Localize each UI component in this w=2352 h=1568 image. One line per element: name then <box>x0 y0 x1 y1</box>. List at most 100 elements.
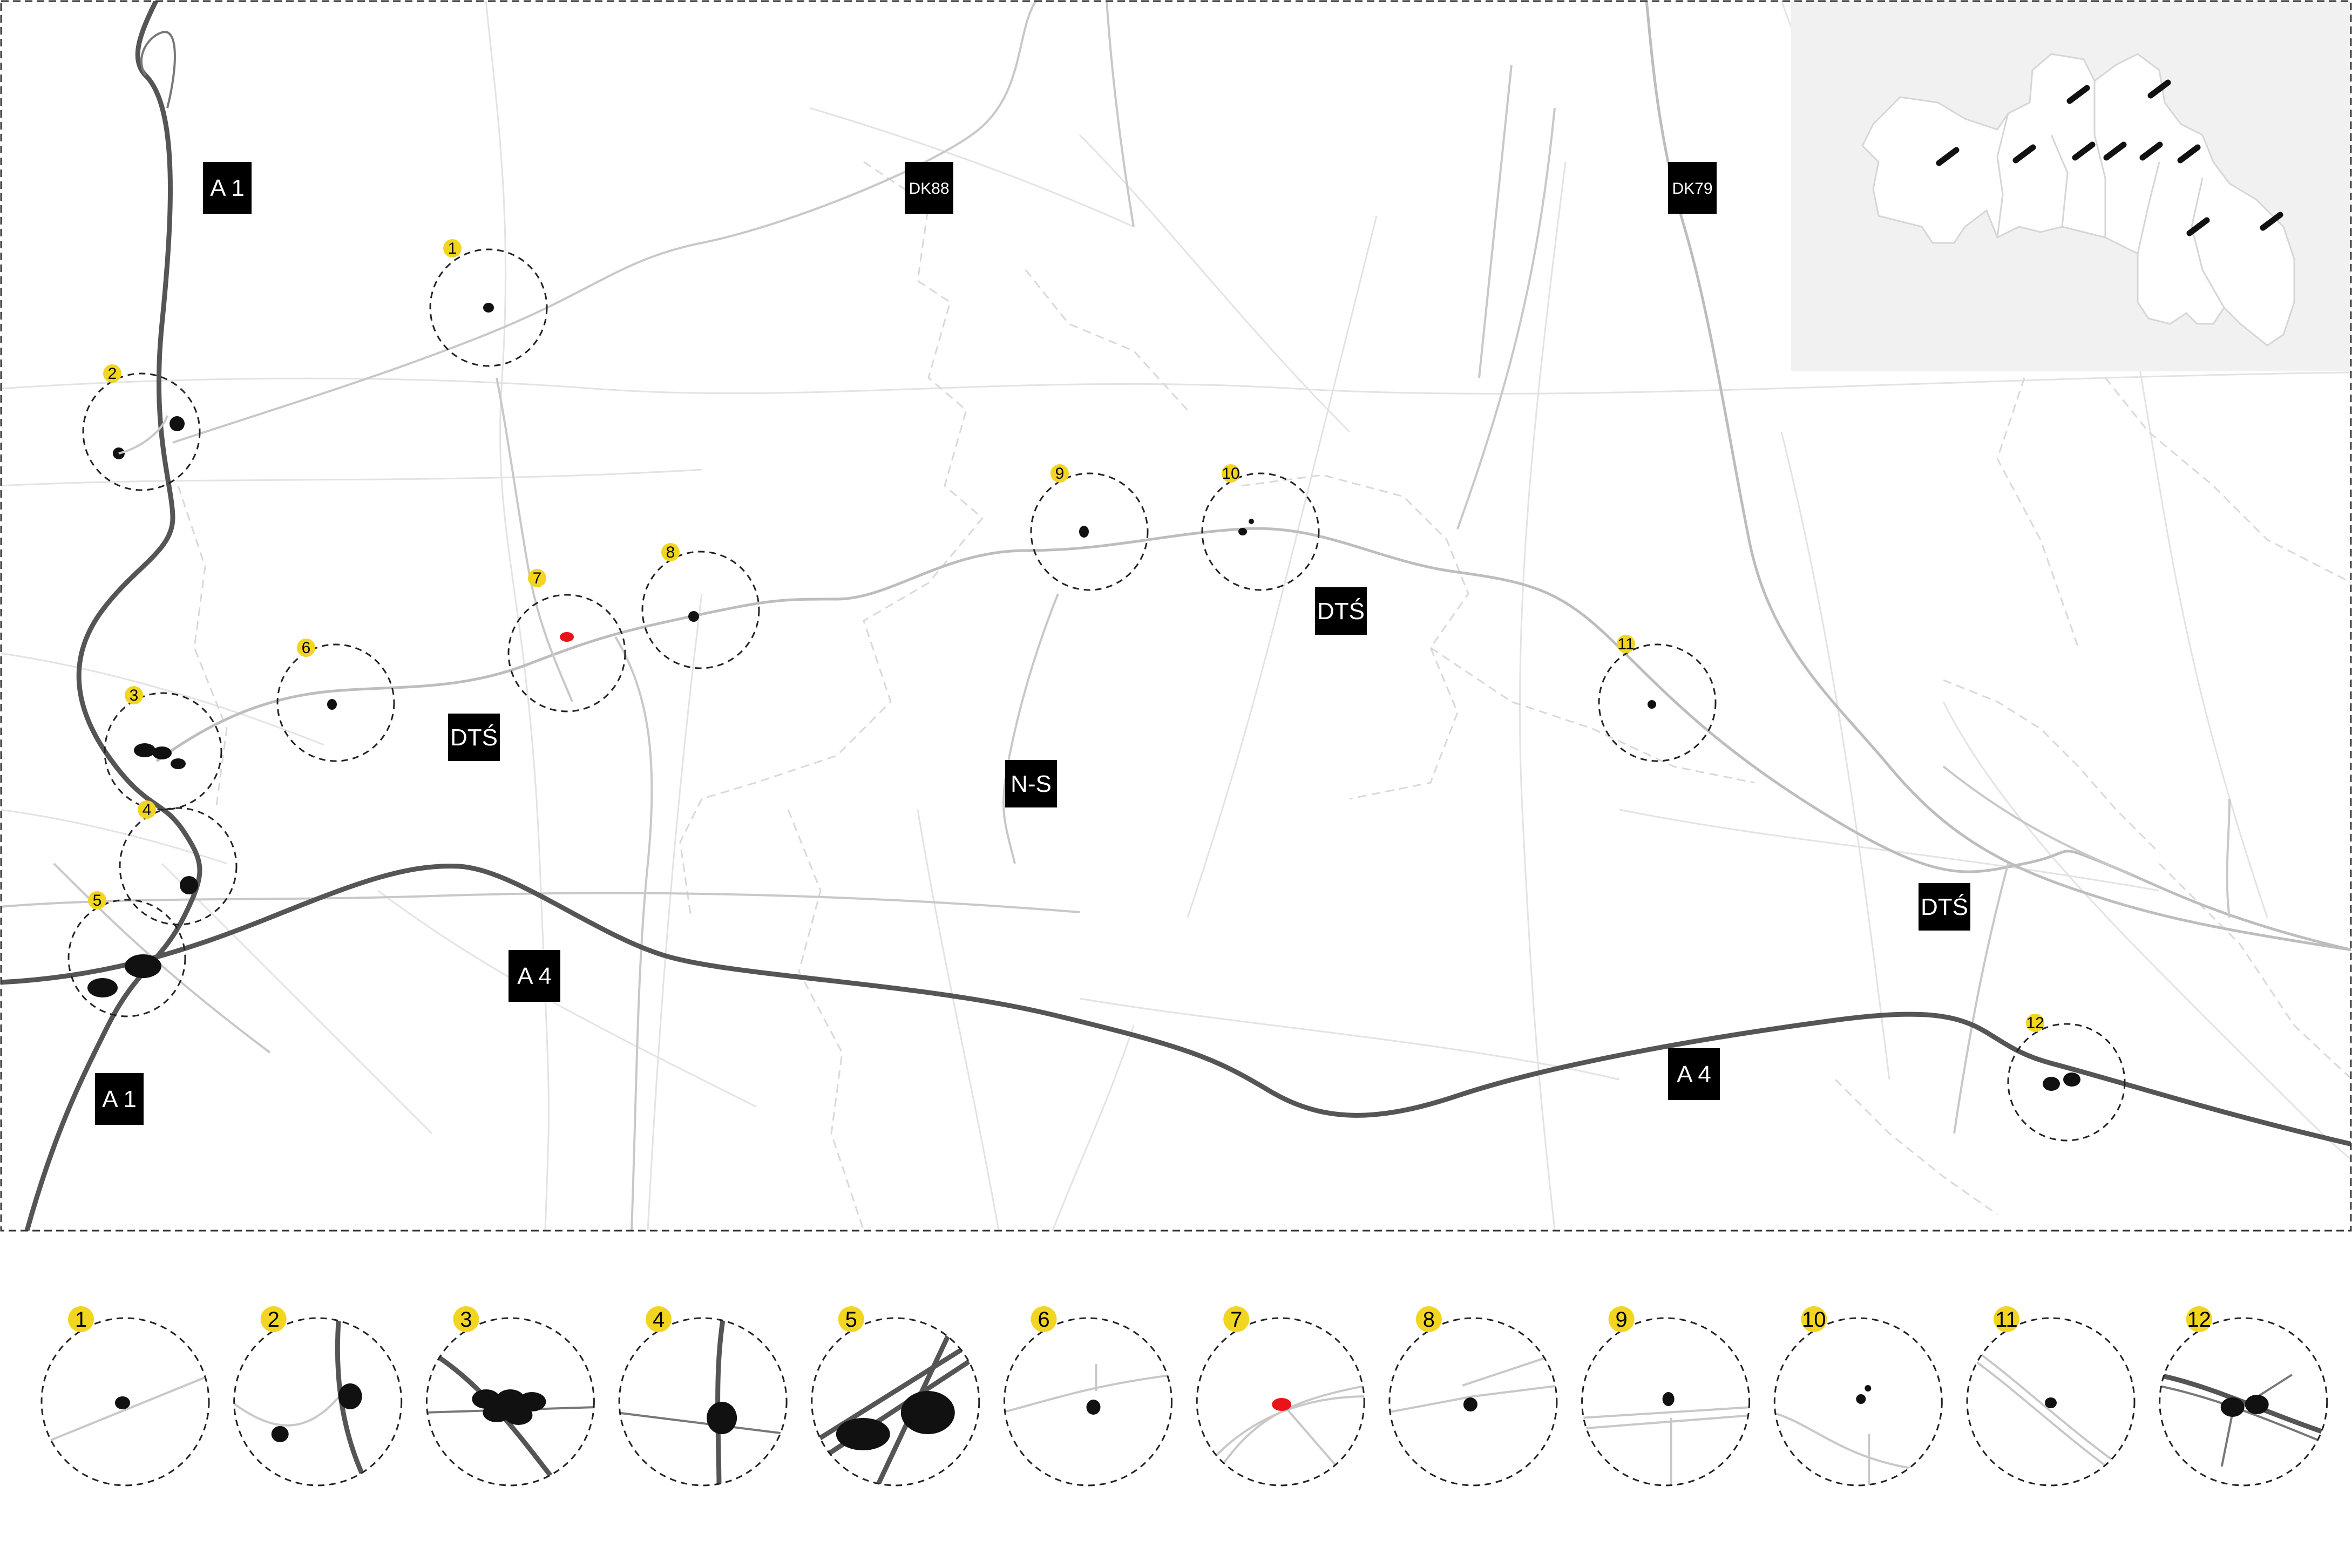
detail-ring <box>40 1317 210 1486</box>
road-label-text: N-S <box>1011 771 1052 797</box>
node-badge-5 <box>88 891 106 909</box>
node-ring-9 <box>1030 472 1149 591</box>
node-badge-12 <box>2026 1014 2044 1032</box>
detail-badge <box>1801 1306 1827 1332</box>
node-badge-number: 12 <box>2026 1014 2044 1032</box>
detail-ring <box>811 1317 980 1486</box>
detail-badge-number: 2 <box>268 1308 280 1332</box>
road-label-text: DTŚ <box>450 723 498 751</box>
node-badge-1 <box>443 239 462 257</box>
road-label-text: DK88 <box>909 180 949 198</box>
locator-mark <box>2260 212 2283 231</box>
detail-node-8: 8 <box>1388 1306 1558 1486</box>
detail-ring <box>1581 1317 1751 1486</box>
road-label-a1-north: A 1 <box>203 162 252 214</box>
road-label-dts-east: DTŚ <box>1919 883 1970 931</box>
detail-badge-number: 12 <box>2187 1308 2211 1332</box>
road-label-dk88: DK88 <box>905 162 953 214</box>
road-label-ns: N-S <box>1005 760 1057 807</box>
road-label-text: A 4 <box>1677 1061 1711 1088</box>
detail-ring <box>618 1317 788 1486</box>
road-label-text: A 1 <box>102 1086 137 1112</box>
detail-ring <box>233 1317 403 1486</box>
node-badge-number: 8 <box>666 544 675 561</box>
detail-node-2: 2 <box>233 1306 403 1486</box>
road-label-dk79: DK79 <box>1668 162 1717 214</box>
detail-node-7: 7 <box>1196 1306 1365 1486</box>
detail-badge <box>260 1306 287 1332</box>
node-ring-7 <box>507 594 626 712</box>
detail-zoom <box>42 1374 209 1446</box>
detail-zoom <box>1582 1392 1750 1485</box>
detail-ring <box>1196 1317 1365 1486</box>
road-label-a1-south: A 1 <box>95 1073 144 1125</box>
detail-badge-number: 4 <box>653 1308 665 1332</box>
detail-ring <box>1388 1317 1558 1486</box>
node-badge-number: 4 <box>143 801 152 819</box>
detail-node-11: 11 <box>1966 1306 2136 1486</box>
detail-zoom <box>619 1318 787 1485</box>
detail-badge <box>453 1306 479 1332</box>
motorways <box>1 1 2351 1231</box>
detail-node-6: 6 <box>1004 1306 1172 1486</box>
road-label-text: DTŚ <box>1317 597 1365 625</box>
locator-mark <box>2072 141 2096 161</box>
detail-badge-number: 8 <box>1423 1308 1435 1332</box>
locator-inset <box>1791 1 2351 371</box>
road-label-text: A 4 <box>517 963 552 989</box>
detail-node-12: 12 <box>2159 1306 2328 1486</box>
detail-badge <box>646 1306 672 1332</box>
node-badge-number: 3 <box>130 687 139 704</box>
detail-zoom <box>811 1318 979 1485</box>
road-label-a4-west: A 4 <box>509 950 560 1002</box>
detail-node-5: 5 <box>811 1306 980 1486</box>
node-ring-12 <box>2007 1023 2126 1142</box>
node-ring-6 <box>276 643 395 762</box>
road-label-text: DTŚ <box>1921 893 1968 920</box>
detail-badge <box>2186 1306 2212 1332</box>
locator-mark <box>2147 79 2171 99</box>
locator-mark <box>2012 144 2036 164</box>
node-badge-number: 2 <box>108 365 117 383</box>
detail-zoom <box>2159 1372 2327 1467</box>
road-label-text: A 1 <box>210 175 245 201</box>
detail-badge-number: 1 <box>75 1308 87 1332</box>
detail-ring <box>1004 1317 1172 1486</box>
locator-mark <box>2103 141 2127 161</box>
locator-mark <box>1936 147 1960 166</box>
node-badge-number: 6 <box>302 639 311 657</box>
detail-zoom <box>1967 1341 2134 1485</box>
detail-badge-number: 9 <box>1615 1308 1627 1332</box>
node-ring-10 <box>1201 472 1320 591</box>
locator-mark <box>2186 217 2210 236</box>
node-ring-11 <box>1598 643 1717 762</box>
detail-node-3: 3 <box>425 1306 595 1486</box>
road-label-a4-east: A 4 <box>1668 1048 1720 1100</box>
detail-badge-number: 11 <box>1995 1308 2018 1332</box>
detail-badge-number: 7 <box>1230 1308 1242 1332</box>
locator-mark <box>2177 144 2201 164</box>
road-label-dts-west: DTŚ <box>448 714 500 761</box>
node-ring-5 <box>67 899 186 1017</box>
node-badge-11 <box>1617 635 1635 653</box>
node-badge-7 <box>528 569 546 587</box>
detail-badge <box>1223 1306 1250 1332</box>
interchanges <box>87 303 2080 1091</box>
node-badge-number: 5 <box>93 892 102 909</box>
detail-badge-number: 6 <box>1038 1308 1049 1332</box>
road-label-text: DK79 <box>1672 180 1712 198</box>
detail-zoom <box>1209 1384 1365 1484</box>
node-badge-3 <box>125 686 143 704</box>
detail-zoom <box>1774 1385 1942 1485</box>
detail-badge <box>68 1306 94 1332</box>
detail-badge <box>1415 1306 1442 1332</box>
detail-node-10: 10 <box>1773 1306 1943 1486</box>
detail-ring <box>425 1317 595 1486</box>
node-badge-8 <box>661 543 680 561</box>
node-badge-number: 11 <box>1617 635 1634 653</box>
